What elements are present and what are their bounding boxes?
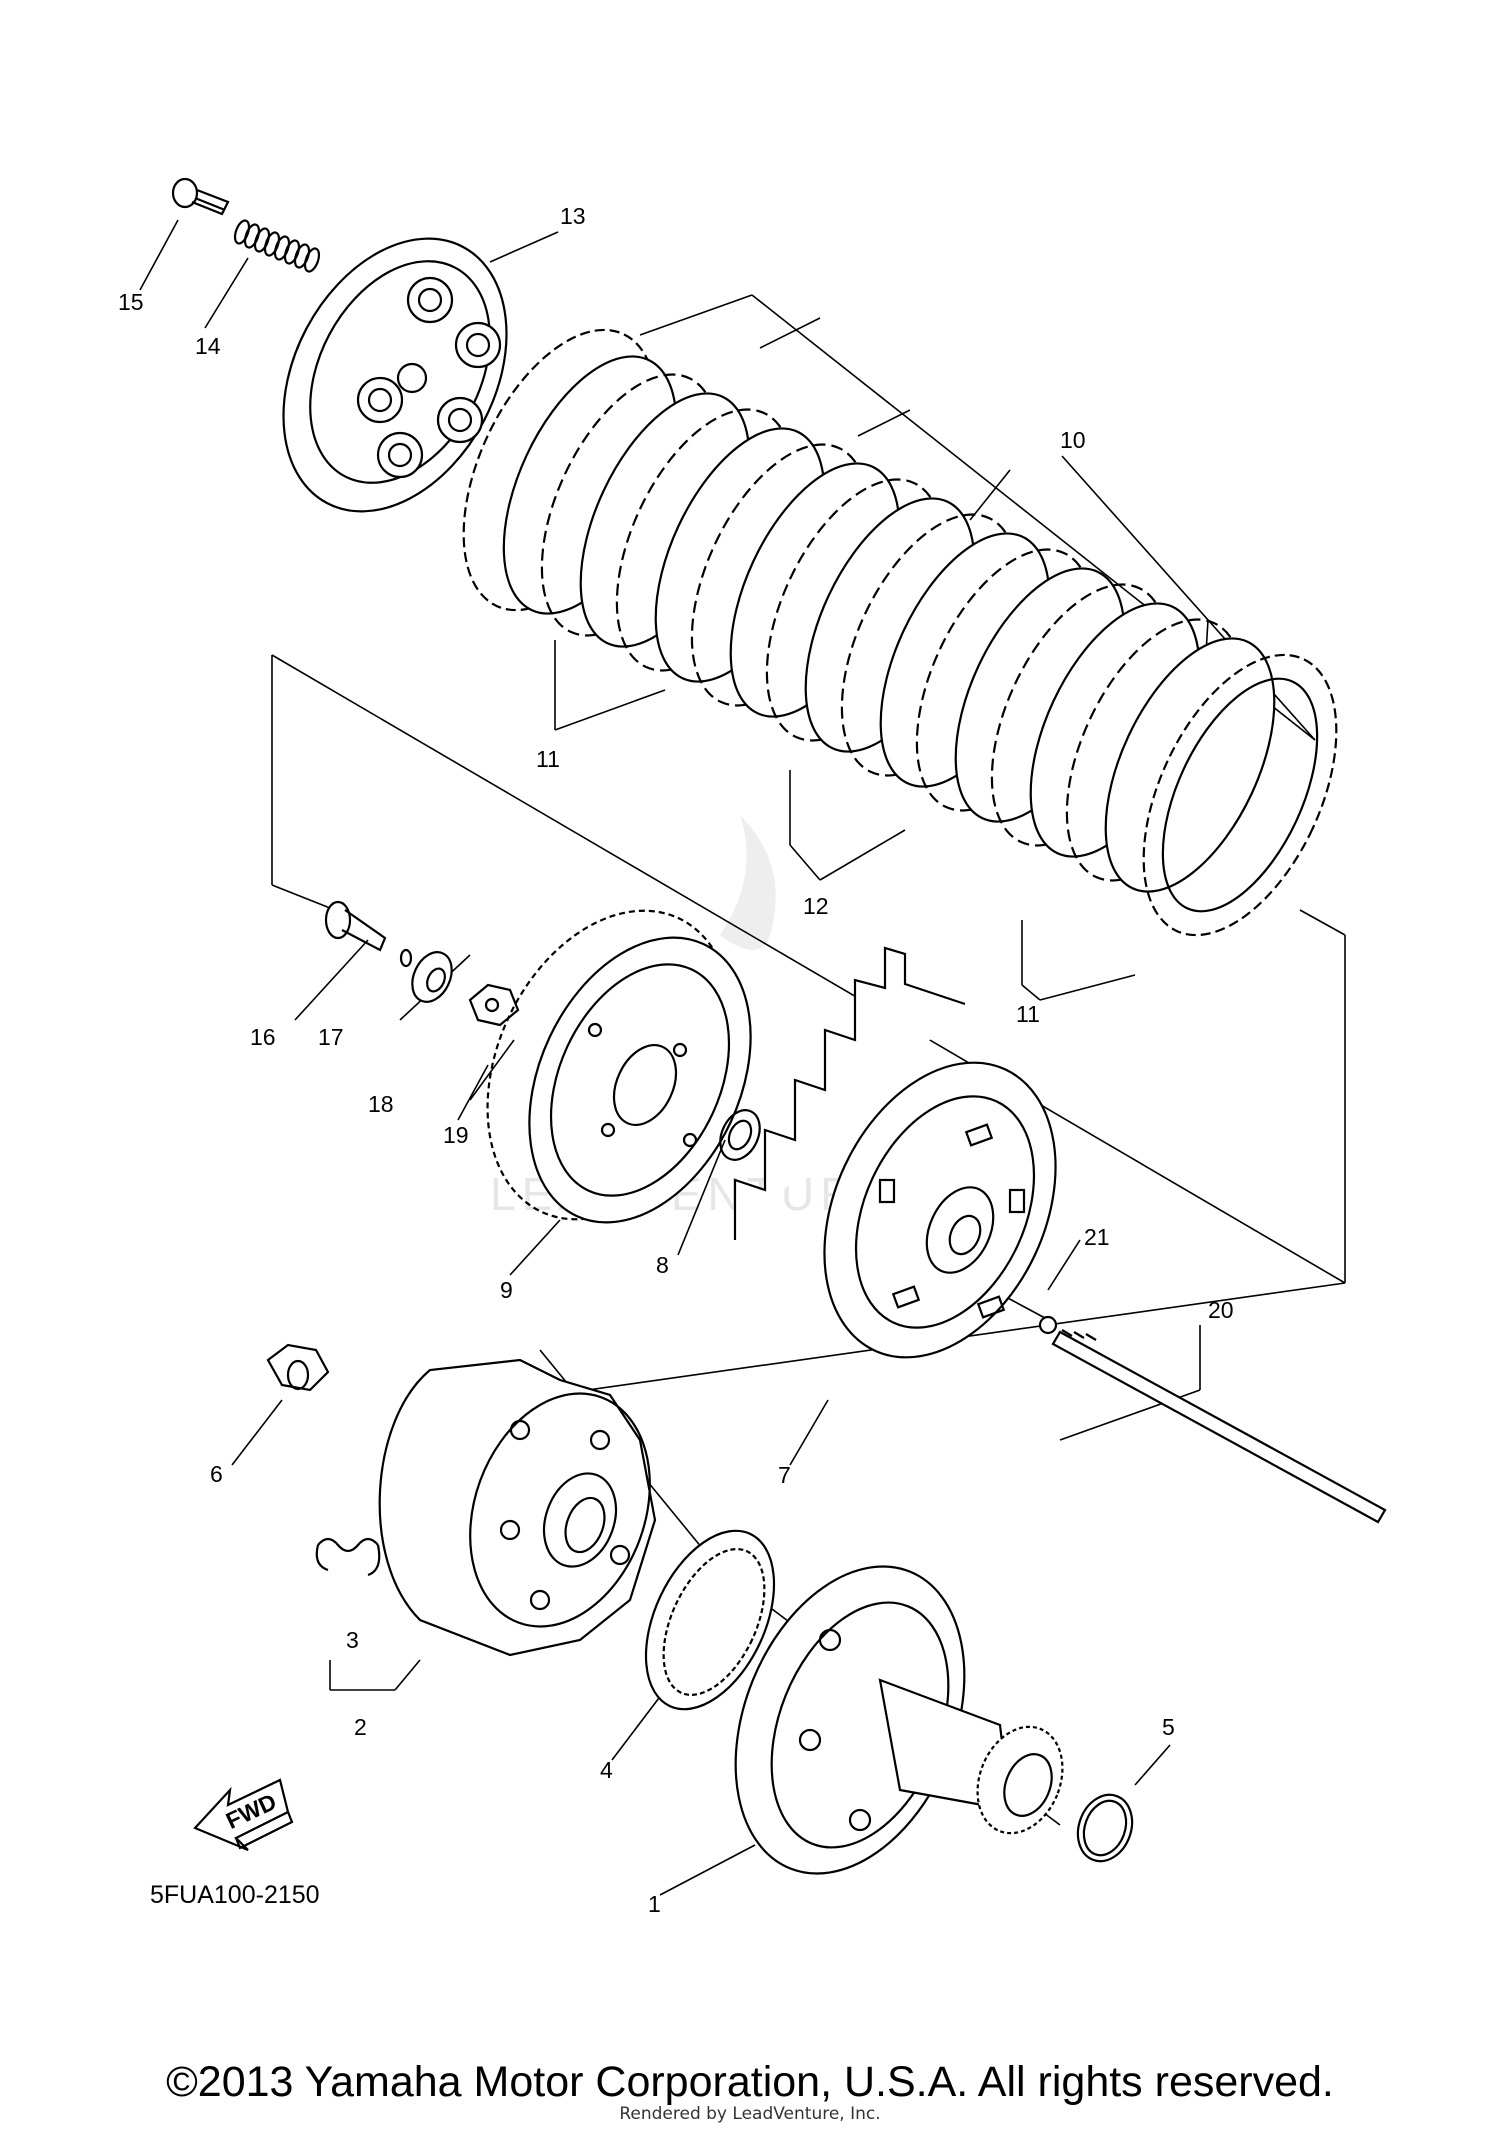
part-14-spring <box>233 219 321 273</box>
callout-10: 10 <box>1060 427 1086 453</box>
callout-20: 20 <box>1208 1297 1234 1323</box>
part-2-carrier-assembly <box>378 1358 657 1657</box>
callout-5: 5 <box>1162 1714 1175 1740</box>
callout-1: 1 <box>648 1891 661 1917</box>
part-4-one-way-bearing <box>644 1529 776 1711</box>
part-8-thrust-washer <box>719 1109 761 1161</box>
callout-6: 6 <box>210 1461 223 1487</box>
part-5-o-ring <box>1076 1793 1134 1863</box>
callout-2: 2 <box>354 1714 367 1740</box>
callout-19: 19 <box>443 1122 469 1148</box>
part-16-screw <box>324 900 387 952</box>
callout-13: 13 <box>560 203 586 229</box>
part-15-bolt <box>171 177 230 216</box>
diagram-code: 5FUA100-2150 <box>150 1881 320 1909</box>
callout-labels: 1 2 3 4 5 6 7 8 9 10 11 12 13 14 15 16 1… <box>118 203 1234 1917</box>
callout-9: 9 <box>500 1277 513 1303</box>
callout-3: 3 <box>346 1627 359 1653</box>
leader-lines <box>139 219 1201 1896</box>
callout-12: 12 <box>803 893 829 919</box>
part-6-nut <box>266 1343 330 1392</box>
callout-15: 15 <box>118 289 144 315</box>
forward-arrow-icon: FWD <box>193 1778 294 1852</box>
part-20-push-rod <box>1051 1329 1387 1524</box>
part-1-clutch-housing <box>734 1565 1064 1875</box>
callout-14: 14 <box>195 333 221 359</box>
clutch-plate-stack <box>462 328 1338 937</box>
callout-11-bottom: 11 <box>1016 1001 1040 1027</box>
part-7-clutch-boss <box>733 946 1057 1359</box>
callout-16: 16 <box>250 1024 276 1050</box>
part-17-o-ring <box>399 948 413 968</box>
part-18-lock-washer <box>468 983 520 1027</box>
callout-8: 8 <box>656 1252 669 1278</box>
rendered-by-credit: Rendered by LeadVenture, Inc. <box>619 2104 881 2124</box>
callout-11-top: 11 <box>536 746 560 772</box>
part-3-spring <box>315 1537 381 1577</box>
part-9-primary-driven-gear <box>486 909 752 1224</box>
part-13-pressure-plate <box>282 237 508 513</box>
part-19-bearing <box>411 951 453 1003</box>
part-21-ball <box>1038 1315 1058 1335</box>
callout-18: 18 <box>368 1091 394 1117</box>
callout-4: 4 <box>600 1757 613 1783</box>
callout-7: 7 <box>778 1462 791 1488</box>
copyright-notice: ©2013 Yamaha Motor Corporation, U.S.A. A… <box>166 2058 1334 2106</box>
callout-17: 17 <box>318 1024 344 1050</box>
callout-21: 21 <box>1084 1224 1110 1250</box>
